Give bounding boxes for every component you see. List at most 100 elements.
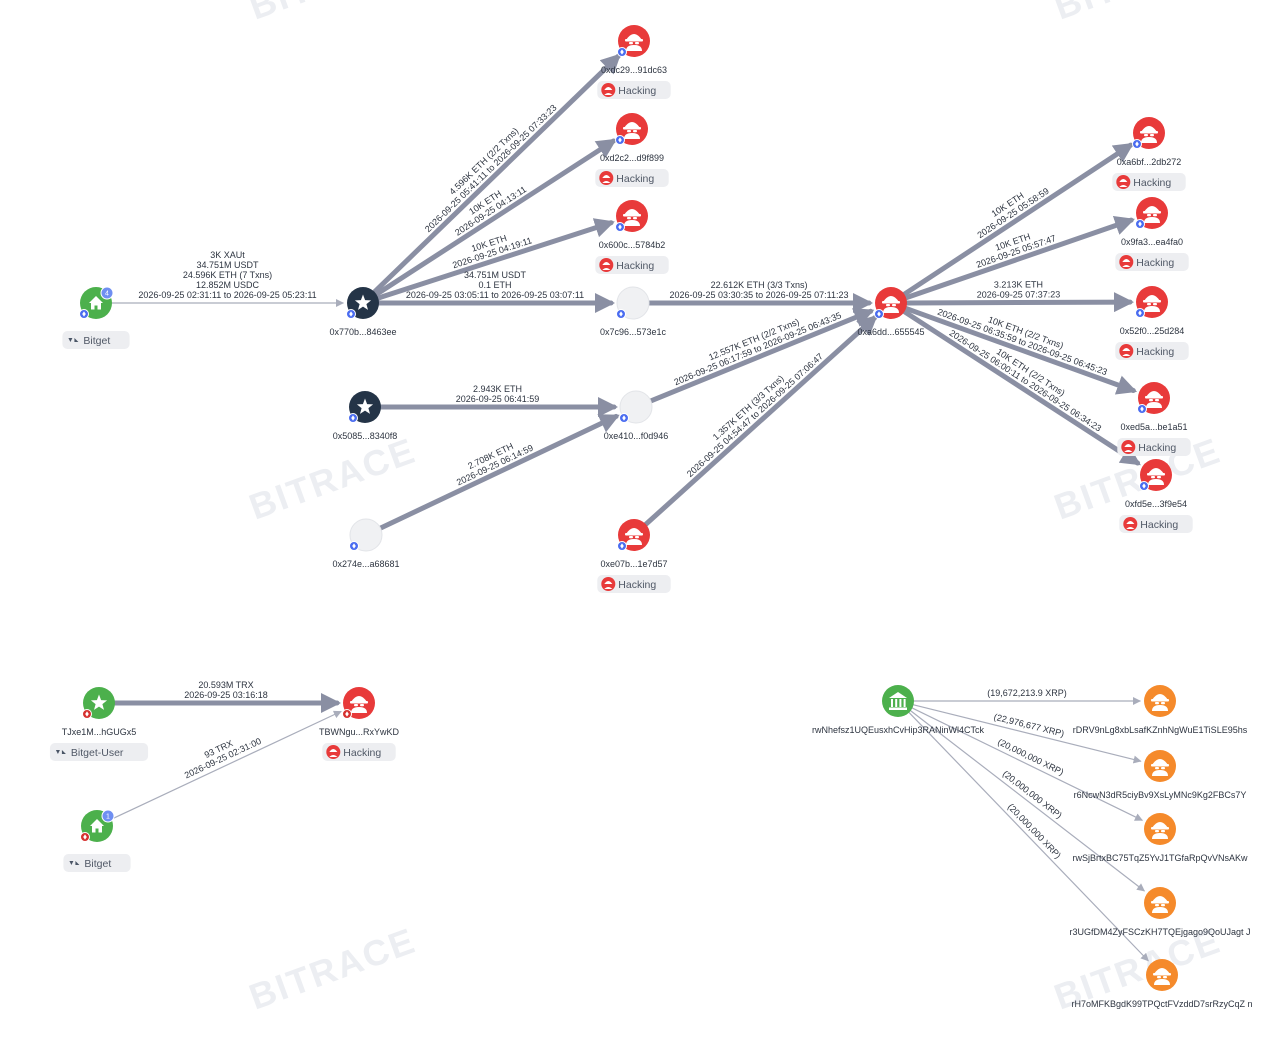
edge-rwnh-rdrv[interactable]: (19,672,213.9 XRP) xyxy=(913,688,1141,705)
bitget-logo-icon xyxy=(69,861,80,865)
node-tag[interactable]: Hacking xyxy=(322,743,396,761)
edge-line[interactable] xyxy=(373,138,617,297)
edge-line[interactable] xyxy=(110,710,342,820)
node-address-label: rwNhefsz1UQEusxhCvHip3RANinWl4CTck xyxy=(812,725,985,735)
node-tag[interactable]: Hacking xyxy=(595,256,669,274)
edge-line[interactable] xyxy=(375,218,615,301)
edge-line[interactable] xyxy=(903,215,1135,301)
hacker-icon xyxy=(1151,822,1169,839)
hacker-icon xyxy=(625,34,643,51)
edge-label: 1.357K ETH (3/3 Txns)2026-09-25 04:54:47… xyxy=(685,351,825,479)
node-address-label: 0x9fa3...ea4fa0 xyxy=(1121,237,1183,247)
edge-line[interactable] xyxy=(648,308,875,404)
node-rdrv[interactable]: rDRV9nLg8xbLsafKZnhNgWuE1TiSLE95hs xyxy=(1073,685,1248,735)
node-n770b[interactable]: 0x770b...8463ee xyxy=(329,287,397,337)
edge-label-line: 2026-09-25 02:31:11 to 2026-09-25 05:23:… xyxy=(138,290,316,300)
count-badge-text: 1 xyxy=(106,814,110,821)
node-address-label: rDRV9nLg8xbLsafKZnhNgWuE1TiSLE95hs xyxy=(1073,725,1248,735)
node-address-label: r6NcwN3dR5ciyBv9XsLyMNc9Kg2FBCs7Y xyxy=(1074,790,1247,800)
edge-label: 12.557K ETH (2/2 Txns)2026-09-25 06:17:5… xyxy=(673,310,843,387)
edge-line[interactable] xyxy=(643,315,878,527)
edge-line[interactable] xyxy=(901,142,1134,297)
watermark-text: BITRACE xyxy=(1049,0,1227,28)
node-tag[interactable]: Hacking xyxy=(595,169,669,187)
node-address-label: 0x770b...8463ee xyxy=(329,327,396,337)
node-tag-text: Hacking xyxy=(618,85,656,97)
node-r6nc[interactable]: r6NcwN3dR5ciyBv9XsLyMNc9Kg2FBCs7Y xyxy=(1074,750,1247,800)
node-tag[interactable]: Hacking xyxy=(1119,515,1193,533)
edge-rwnh-r3ug[interactable]: (20,000,000 XRP) xyxy=(910,710,1145,892)
node-tag[interactable]: Hacking xyxy=(1115,253,1189,271)
node-na6dd[interactable]: 0xa6dd...655545 xyxy=(857,287,925,337)
node-tag[interactable]: Hacking xyxy=(597,575,671,593)
node-rwsj[interactable]: rwSjBrtxBC75TqZ5YvJ1TGfaRpQvVNsAKw xyxy=(1072,813,1248,863)
node-n274e[interactable]: 0x274e...a68681 xyxy=(332,518,400,569)
node-tag[interactable]: Hacking xyxy=(1115,342,1189,360)
edge-line[interactable] xyxy=(372,53,622,295)
node-address-label: 0xed5a...be1a51 xyxy=(1120,422,1187,432)
bitget-logo-icon xyxy=(68,338,79,342)
node-ne410[interactable]: 0xe410...f0d946 xyxy=(604,390,669,441)
hacker-icon xyxy=(1143,206,1161,223)
hacker-icon xyxy=(882,296,900,313)
edge-line[interactable] xyxy=(901,309,1141,466)
bank-icon xyxy=(889,692,907,710)
node-tag[interactable]: Bitget xyxy=(62,331,130,349)
edge-line[interactable] xyxy=(908,711,1149,962)
count-badge xyxy=(100,286,114,300)
node-tag[interactable]: Hacking xyxy=(1117,438,1191,456)
edge-line[interactable] xyxy=(912,704,1142,764)
node-tag-text: Bitget-User xyxy=(71,747,124,759)
edge-line[interactable] xyxy=(904,292,1135,313)
node-tag-text: Hacking xyxy=(616,260,654,272)
node-address-label: r3UGfDM4ZyFSCzKH7TQEjgago9QoUJagt J xyxy=(1069,927,1250,937)
edge-line[interactable] xyxy=(377,413,620,531)
exchange-house-icon xyxy=(89,296,103,310)
node-rh7o[interactable]: rH7oMFKBgdK99TPQctFVzddD7srRzyCqZ n xyxy=(1071,959,1253,1009)
node-tag[interactable]: Bitget xyxy=(63,854,131,872)
edge-n7c96-na6dd[interactable]: 22.612K ETH (3/3 Txns)2026-09-25 03:30:3… xyxy=(646,280,873,313)
node-rwnh[interactable]: rwNhefsz1UQEusxhCvHip3RANinWl4CTck xyxy=(812,685,985,735)
edge-label-line: 3K XAUt xyxy=(210,250,245,260)
edge-line[interactable] xyxy=(903,305,1138,395)
node-r3ug[interactable]: r3UGfDM4ZyFSCzKH7TQEjgago9QoUJagt J xyxy=(1069,887,1251,937)
hacker-icon xyxy=(625,528,643,545)
edge-line[interactable] xyxy=(911,707,1143,821)
node-tag[interactable]: Hacking xyxy=(1112,173,1186,191)
edge-line[interactable] xyxy=(910,710,1145,892)
edge-label-line: 24.596K ETH (7 Txns) xyxy=(183,270,272,280)
hacker-icon xyxy=(1151,694,1169,711)
edge-label-line: 2026-09-25 06:17:59 to 2026-09-25 06:43:… xyxy=(673,310,843,387)
node-n7c96[interactable]: 0x7c96...573e1c xyxy=(600,286,667,337)
node-circle[interactable] xyxy=(882,685,914,717)
node-tag[interactable]: Bitget-User xyxy=(49,743,149,761)
node-n5085[interactable]: 0x5085...8340f8 xyxy=(333,391,398,441)
node-tag[interactable]: Hacking xyxy=(597,81,671,99)
